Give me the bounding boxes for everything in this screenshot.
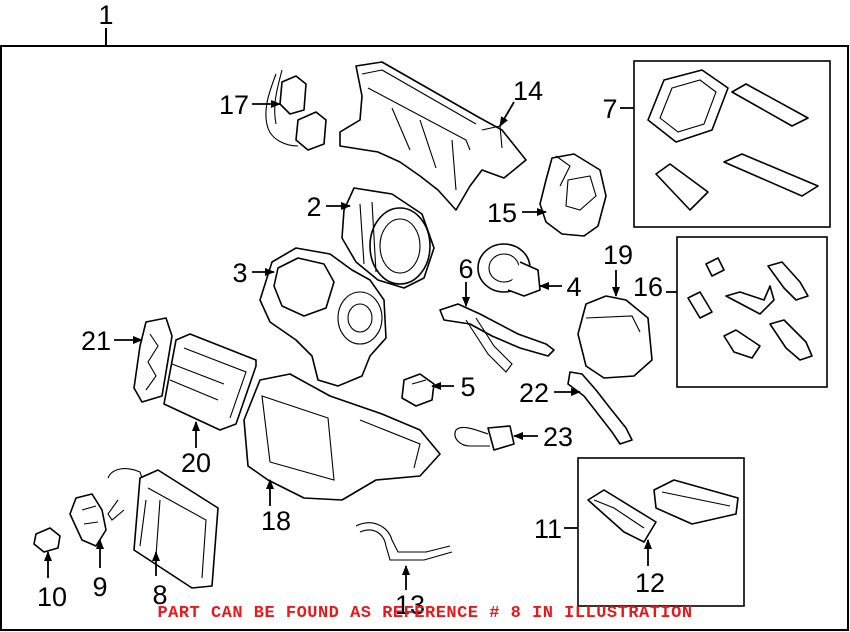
blower-case-part xyxy=(259,247,387,387)
actuator-motors-part xyxy=(265,69,327,151)
callout-12: 12 xyxy=(635,568,665,598)
group-box-7 xyxy=(633,60,831,228)
callout-4: 4 xyxy=(566,272,581,302)
group-box-11 xyxy=(577,457,745,607)
callout-20: 20 xyxy=(181,448,211,478)
callout-15: 15 xyxy=(487,198,517,228)
connector-kit-part xyxy=(687,257,813,361)
blower-housing-part xyxy=(341,187,435,289)
callout-5: 5 xyxy=(460,372,475,402)
temperature-sensor-part xyxy=(401,373,435,407)
callout-22: 22 xyxy=(519,378,549,408)
callout-8: 8 xyxy=(152,580,167,610)
callout-23: 23 xyxy=(543,422,573,452)
lower-case-part xyxy=(243,373,441,501)
callout-6: 6 xyxy=(458,254,473,284)
callout-3: 3 xyxy=(232,258,247,288)
mode-actuator-part xyxy=(539,153,607,237)
cabin-air-filter-part xyxy=(587,479,739,543)
callout-1: 1 xyxy=(98,0,113,30)
callout-19: 19 xyxy=(603,240,633,270)
heater-pipes-part xyxy=(355,522,453,561)
evaporator-core-part xyxy=(163,333,257,431)
callout-2: 2 xyxy=(306,192,321,222)
callout-18: 18 xyxy=(261,506,291,536)
upper-housing-part xyxy=(339,61,527,211)
evaporator-seal-part xyxy=(133,317,173,403)
callout-7: 7 xyxy=(602,94,617,124)
reference-note: PART CAN BE FOUND AS REFERENCE # 8 IN IL… xyxy=(157,604,693,623)
callout-11: 11 xyxy=(534,514,562,544)
linkage-rod-part xyxy=(439,303,555,373)
callout-13: 13 xyxy=(395,590,425,620)
drain-hose-part xyxy=(567,371,633,445)
group-box-16 xyxy=(676,236,828,388)
callout-10: 10 xyxy=(37,582,67,612)
callout-16: 16 xyxy=(633,272,663,302)
assembly-frame xyxy=(0,45,849,631)
leader-14 xyxy=(499,101,515,127)
callout-14: 14 xyxy=(513,76,543,106)
clip-part xyxy=(33,527,61,553)
heater-core-part xyxy=(107,468,219,589)
callout-21: 21 xyxy=(81,326,111,356)
cabin-filter-seals-part xyxy=(647,69,819,211)
harness-sensor-part xyxy=(454,425,515,451)
air-duct-part xyxy=(577,295,653,379)
callout-9: 9 xyxy=(92,572,107,602)
callout-17: 17 xyxy=(219,90,249,120)
blower-motor-part xyxy=(477,243,541,297)
pipe-clamp-part xyxy=(69,493,107,547)
